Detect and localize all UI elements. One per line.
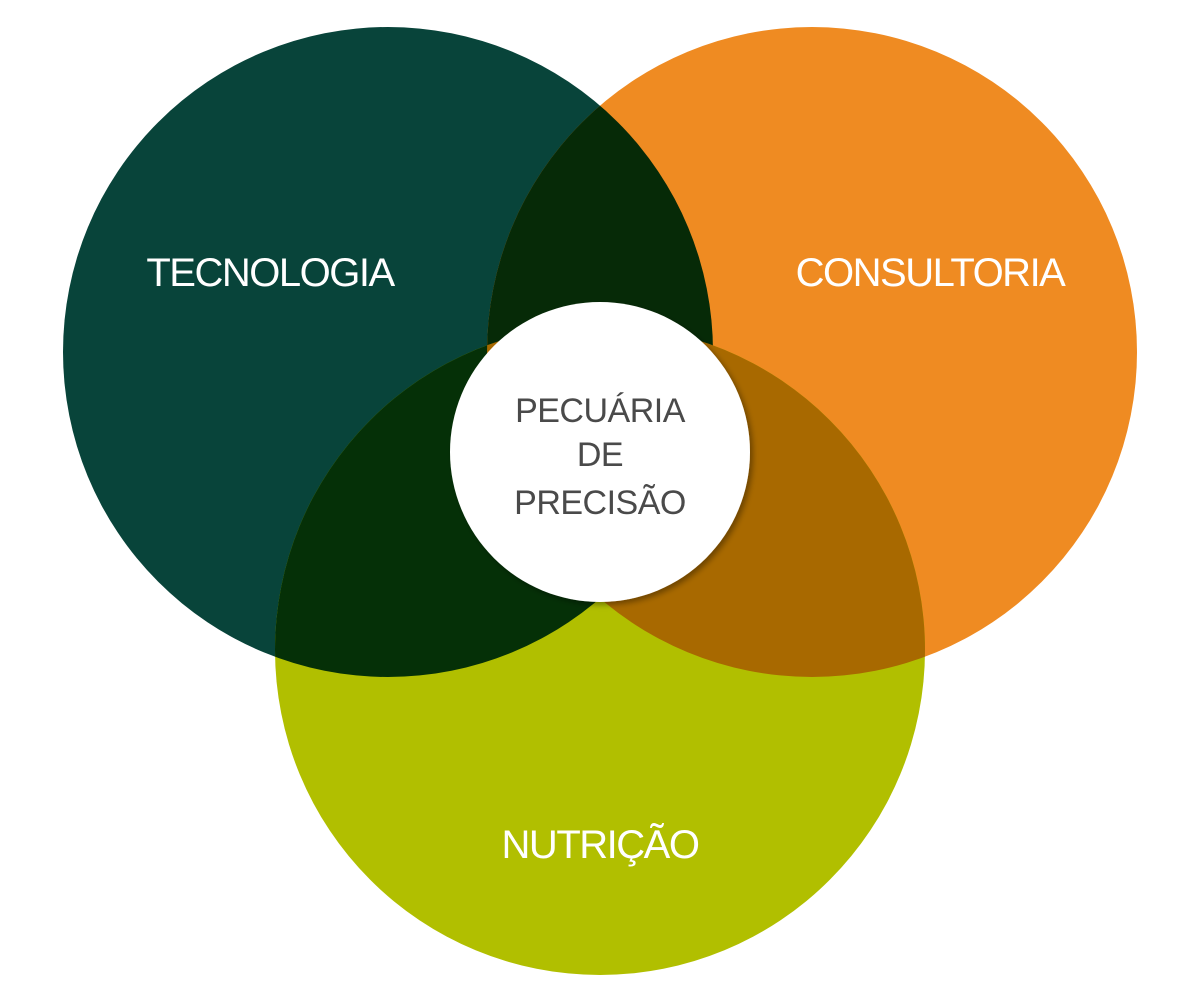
center-label-line-1: PECUÁRIA <box>515 392 686 430</box>
label-tecnologia: TECNOLOGIA <box>146 251 395 295</box>
label-nutricao: NUTRIÇÃO <box>502 822 699 867</box>
label-consultoria: CONSULTORIA <box>796 251 1067 295</box>
center-label-line-2: DE <box>577 436 623 474</box>
center-label-line-3: PRECISÃO <box>514 484 686 522</box>
center-circle <box>450 302 750 602</box>
